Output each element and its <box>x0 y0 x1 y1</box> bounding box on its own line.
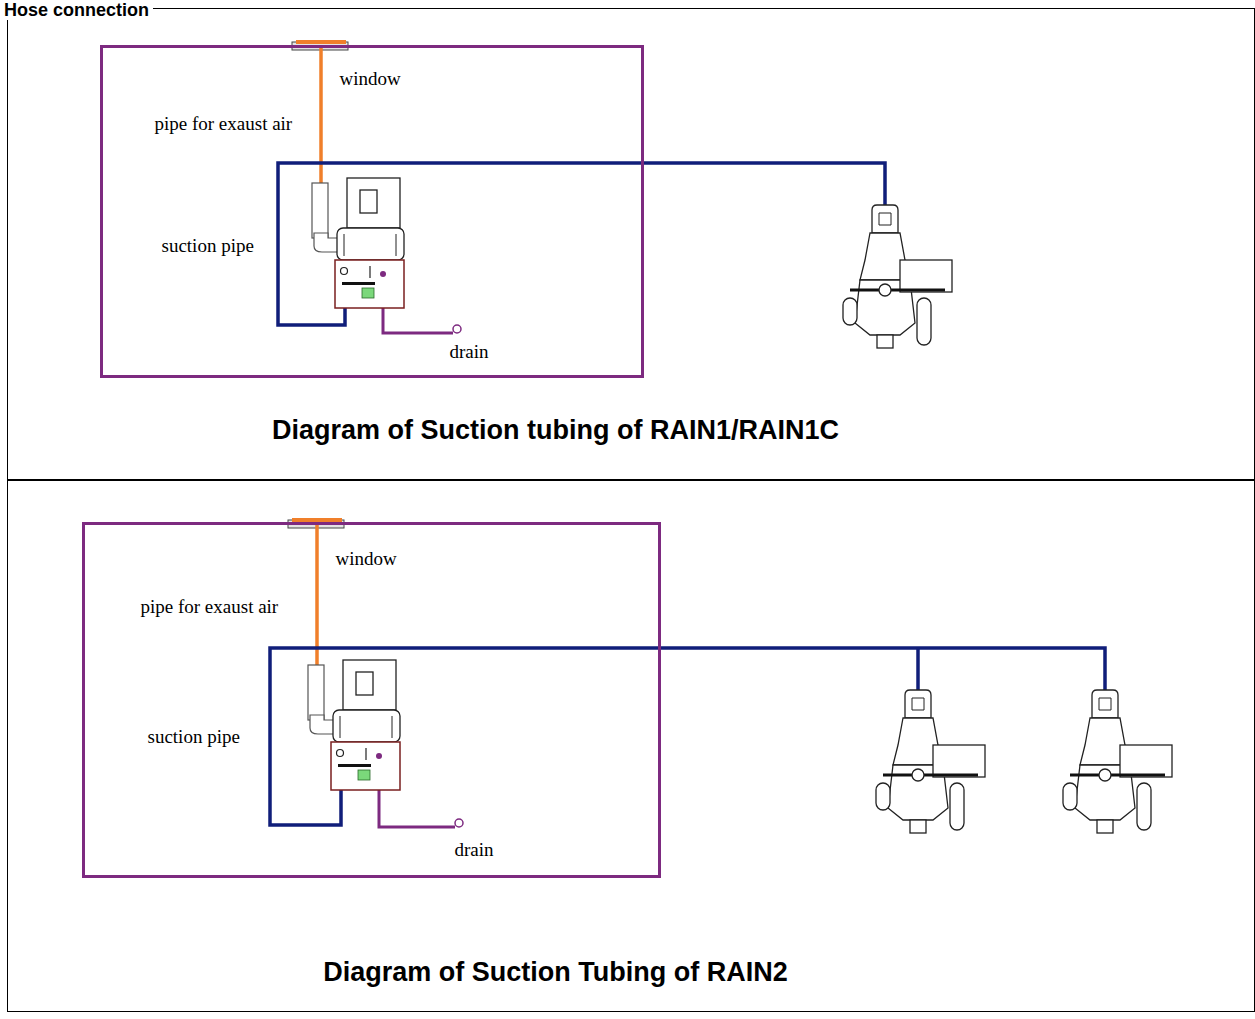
dental-chair <box>843 205 952 348</box>
suction-branch <box>916 648 920 690</box>
window-label: window <box>334 548 399 570</box>
dental-chair <box>1063 690 1172 833</box>
section-heading: Hose connection <box>4 0 153 20</box>
exhaust-pipe <box>315 524 319 666</box>
suction-pipe <box>270 648 1105 825</box>
room-outline: window pipe for exaust air suction pipe dra… <box>100 45 644 378</box>
drain-outlet <box>455 819 463 827</box>
window-label: window <box>338 68 403 90</box>
room-outline: window pipe for exaust air suction pipe dra… <box>82 522 661 878</box>
suction-unit <box>308 660 400 790</box>
diagram-caption: Diagram of Suction Tubing of RAIN2 <box>323 956 787 988</box>
pipe-label: suction pipe <box>146 726 242 748</box>
drain-label: drain <box>448 341 491 363</box>
drain-label: drain <box>453 839 496 861</box>
diagram-caption: Diagram of Suction tubing of RAIN1/RAIN1… <box>272 414 839 446</box>
dental-chair <box>876 690 985 833</box>
pipe-label: suction pipe <box>160 235 256 257</box>
table-cell: Diagram of Suction tubing of RAIN1/RAIN1… <box>7 8 1255 480</box>
table-cell: Diagram of Suction Tubing of RAIN2 window… <box>7 480 1255 1012</box>
pipe-label: pipe for exaust air <box>139 596 281 618</box>
drain-outlet <box>453 325 461 333</box>
suction-pipe <box>278 163 885 325</box>
suction-unit <box>312 178 404 308</box>
pipe-label: pipe for exaust air <box>153 113 295 135</box>
